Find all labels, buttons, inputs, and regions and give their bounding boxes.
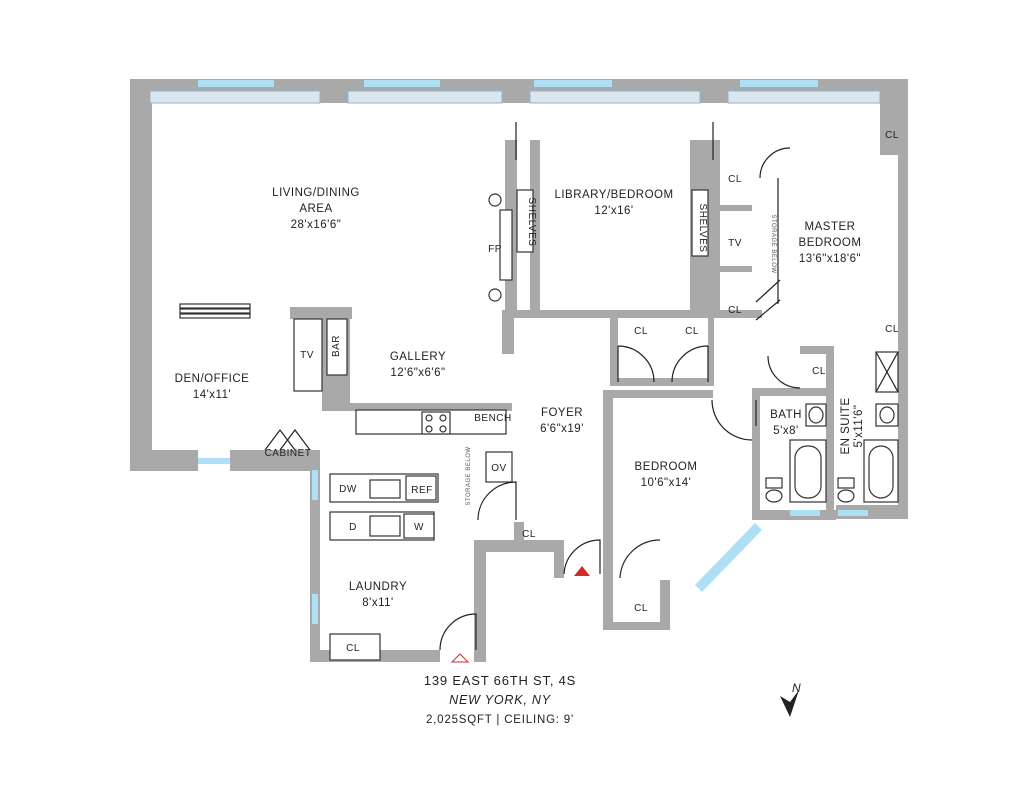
compass-arrow-icon bbox=[780, 690, 799, 717]
refrigerator-label: REF bbox=[411, 485, 433, 496]
closet-label: CL bbox=[812, 366, 826, 377]
washer-label: W bbox=[414, 522, 424, 533]
service-entry-marker bbox=[450, 653, 470, 663]
bedroom-title: BEDROOM bbox=[635, 461, 698, 473]
dryer-label: D bbox=[349, 522, 357, 533]
den-dim: 14'x11' bbox=[193, 389, 231, 401]
master-dim: 13'6"x18'6" bbox=[799, 253, 861, 265]
living-dim: 28'x16'6" bbox=[291, 219, 342, 231]
library-title: LIBRARY/BEDROOM bbox=[554, 189, 673, 201]
city-line: NEW YORK, NY bbox=[449, 693, 551, 707]
address-line: 139 EAST 66TH ST, 4S bbox=[423, 673, 577, 688]
doors bbox=[439, 122, 801, 651]
bench-label: BENCH bbox=[474, 413, 512, 424]
ensuite-dim: 5'x11'6" bbox=[853, 405, 865, 448]
oven-label: OV bbox=[491, 463, 506, 474]
gallery-title: GALLERY bbox=[390, 351, 446, 363]
den-title: DEN/OFFICE bbox=[175, 373, 250, 385]
living-title-1: LIVING/DINING bbox=[272, 187, 360, 199]
ensuite-title: EN SUITE bbox=[840, 397, 852, 454]
storage-below-label: STORAGE BELOW bbox=[770, 214, 776, 273]
closet-label: CL bbox=[885, 130, 899, 141]
gallery-dim: 12'6"x6'6" bbox=[390, 367, 445, 379]
windows bbox=[149, 80, 881, 624]
shelves-label: SHELVES bbox=[526, 198, 537, 247]
bath-dim: 5'x8' bbox=[773, 425, 798, 437]
cabinet-label: CABINET bbox=[265, 448, 312, 459]
master-title-1: MASTER bbox=[805, 221, 856, 233]
compass-label: N bbox=[792, 681, 801, 695]
closet-label: CL bbox=[685, 326, 699, 337]
shelves-label: SHELVES bbox=[697, 204, 708, 253]
entry-marker bbox=[574, 566, 590, 576]
tv-label: TV bbox=[728, 238, 742, 249]
bedroom-dim: 10'6"x14' bbox=[641, 477, 692, 489]
closet-label: CL bbox=[728, 174, 742, 185]
master-title-2: BEDROOM bbox=[799, 237, 862, 249]
laundry-dim: 8'x11' bbox=[362, 597, 393, 609]
closet-label: CL bbox=[728, 305, 742, 316]
room-labels: LIVING/DINING AREA 28'x16'6" LIBRARY/BED… bbox=[175, 187, 865, 609]
foyer-title: FOYER bbox=[541, 407, 583, 419]
living-title-2: AREA bbox=[299, 203, 332, 215]
laundry-title: LAUNDRY bbox=[349, 581, 407, 593]
walls bbox=[130, 79, 908, 662]
fireplace-label: FP bbox=[488, 244, 502, 255]
size-ceiling-line: 2,025SQFT | CEILING: 9' bbox=[425, 714, 574, 726]
closet-label: CL bbox=[522, 529, 536, 540]
closet-label: CL bbox=[885, 324, 899, 335]
closet-label: CL bbox=[634, 603, 648, 614]
fixtures bbox=[179, 189, 899, 661]
storage-below-label: STORAGE BELOW bbox=[466, 446, 472, 505]
tv-label: TV bbox=[300, 350, 314, 361]
foyer-dim: 6'6"x19' bbox=[540, 423, 584, 435]
library-dim: 12'x16' bbox=[594, 205, 633, 217]
bar-label: BAR bbox=[331, 335, 342, 357]
closet-label: CL bbox=[346, 643, 360, 654]
closet-label: CL bbox=[634, 326, 648, 337]
dishwasher-label: DW bbox=[339, 484, 357, 495]
bath-title: BATH bbox=[770, 409, 802, 421]
fixture-labels: CL CL TV CL CL CL CL CL CL CL CL SHELVES… bbox=[265, 130, 899, 654]
